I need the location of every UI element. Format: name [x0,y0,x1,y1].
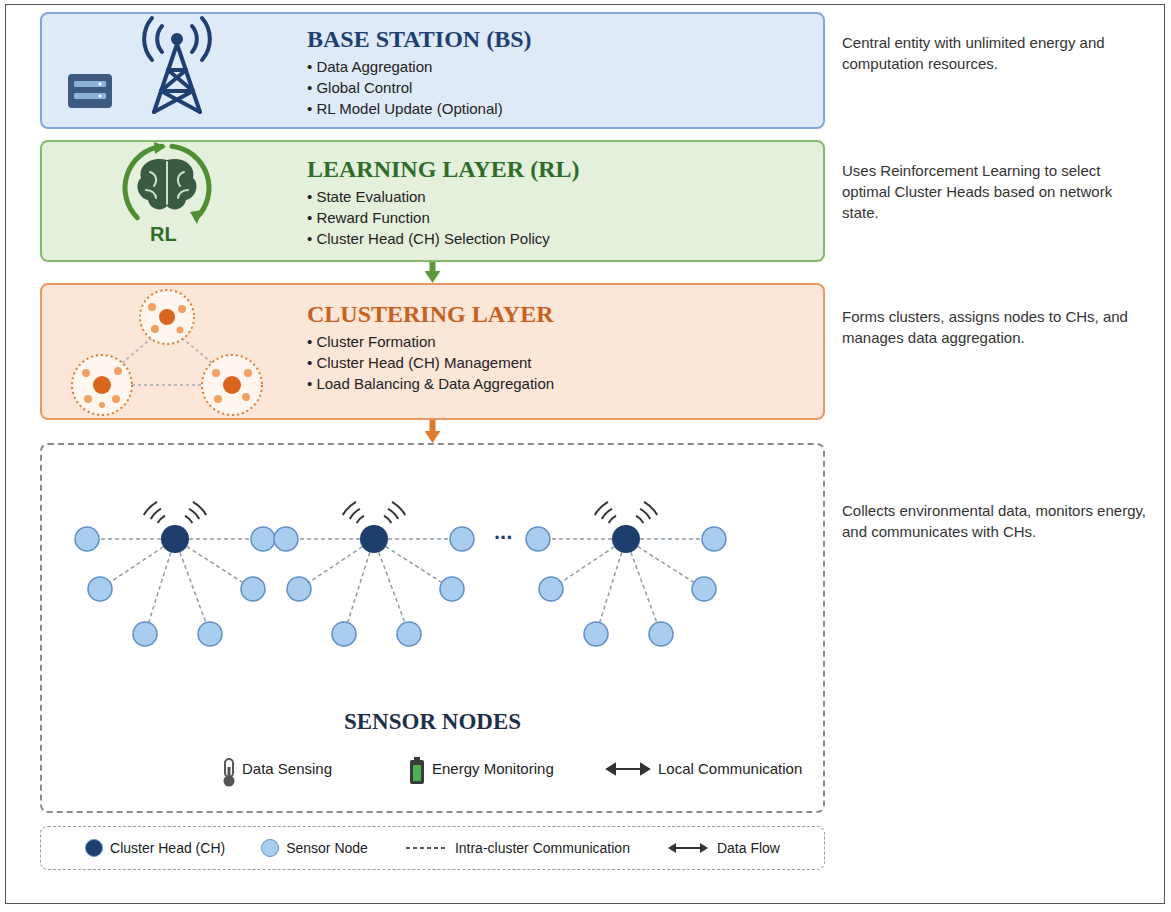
legend-swatch [85,839,103,857]
node-label: Data Sensing [242,759,332,779]
layer-heading: BASE STATION (BS) [307,24,823,54]
cluster-head [612,525,640,553]
layer-description: Uses Reinforcement Learning to select op… [842,160,1147,223]
radio-wave [609,516,616,523]
bullet-item: • Reward Function [307,207,823,228]
radio-wave [640,509,650,519]
text-column: CLUSTERING LAYER• Cluster Formation• Clu… [42,285,823,394]
radio-wave [158,516,165,523]
sensor-node [241,577,265,601]
radio-wave [392,502,405,515]
legend-item: Intra-cluster Communication [404,840,630,856]
sensor-node [649,622,673,646]
radio-wave [644,502,657,515]
bullet-item: • Data Aggregation [307,56,823,77]
legend-text: Sensor Node [286,840,368,856]
node-label: ... [494,519,512,545]
sensor-node [274,527,298,551]
intra-link [175,539,210,634]
text-column: LEARNING LAYER (RL)• State Evaluation• R… [42,142,823,249]
radio-wave [144,502,157,515]
bullet-item: • Cluster Head (CH) Management [307,352,823,373]
radio-wave [388,509,398,519]
legend-item: Sensor Node [261,839,368,857]
sensor-node [702,527,726,551]
layer-box: RLLEARNING LAYER (RL)• State Evaluation•… [40,140,825,262]
layer-arrow [430,420,436,431]
layer-heading: CLUSTERING LAYER [307,299,823,329]
radio-wave [151,509,161,519]
legend-text: Data Flow [717,840,780,856]
layer-heading: LEARNING LAYER (RL) [307,154,823,184]
tower-icon [42,14,292,120]
radio-wave [189,509,199,519]
node-label: RL [150,222,177,246]
legend-box: Cluster Head (CH) Sensor Node Intra-cluste… [40,826,825,870]
layer-description: Collects environmental data, monitors en… [842,500,1147,542]
radio-wave [357,516,364,523]
sensor-node [198,622,222,646]
sensor-node [88,577,112,601]
arrow-head [700,843,708,853]
node-label: Energy Monitoring [432,759,554,779]
bullet-item: • RL Model Update (Optional) [307,98,823,119]
dashed-line [406,847,446,849]
radio-wave [595,502,608,515]
sensor-node [332,622,356,646]
dashed-line-sample [404,842,448,854]
layer-arrow [430,262,436,271]
bullet-item: • Cluster Formation [307,331,823,352]
radio-wave [193,502,206,515]
sensor-node [584,622,608,646]
intra-link [145,539,175,634]
intra-link [374,539,409,634]
layer-description: Central entity with unlimited energy and… [842,32,1147,74]
brain-icon [42,142,292,264]
bullet-item: • Cluster Head (CH) Selection Policy [307,228,823,249]
legend-text: Cluster Head (CH) [110,840,225,856]
radio-wave [185,516,192,523]
cluster-head [360,525,388,553]
bullet-item: • Global Control [307,77,823,98]
radio-wave [636,516,643,523]
legend-item: Data Flow [666,840,780,856]
radio-wave [343,502,356,515]
intra-link [344,539,374,634]
text-column: BASE STATION (BS)• Data Aggregation• Glo… [42,14,823,119]
sensor-node [692,577,716,601]
cluster-icon [42,285,292,422]
radio-wave [384,516,391,523]
arrow-sample [666,842,710,854]
sensor-node [450,527,474,551]
legend-text: Intra-cluster Communication [455,840,630,856]
layer-box: CLUSTERING LAYER• Cluster Formation• Clu… [40,283,825,420]
layer-box: BASE STATION (BS)• Data Aggregation• Glo… [40,12,825,129]
legend-swatch [261,839,279,857]
legend-item: Cluster Head (CH) [85,839,225,857]
intra-link [626,539,661,634]
sensor-node [75,527,99,551]
radio-wave [602,509,612,519]
sensor-node [133,622,157,646]
sensor-node [397,622,421,646]
sensor-node [539,577,563,601]
layer-description: Forms clusters, assigns nodes to CHs, an… [842,306,1147,348]
intra-link [596,539,626,634]
sensor-node [287,577,311,601]
sensor-region: ... SENSOR NODES Data Sensing Energy Monito… [40,443,825,813]
node-label: Local Communication [658,759,802,779]
bullet-item: • State Evaluation [307,186,823,207]
sensor-node [440,577,464,601]
cluster-head [161,525,189,553]
arrow-line [674,847,702,849]
bullet-item: • Load Balancing & Data Aggregation [307,373,823,394]
arrow-head [668,843,676,853]
sensor-field [42,445,827,815]
sensor-node [251,527,275,551]
radio-wave [350,509,360,519]
sensor-node [526,527,550,551]
node-label: SENSOR NODES [42,707,823,737]
